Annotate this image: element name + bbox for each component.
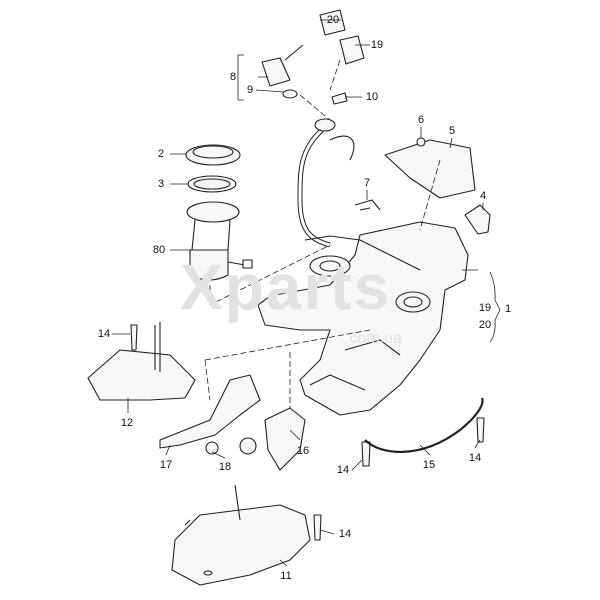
callout-20b[interactable]: 20 bbox=[478, 319, 492, 331]
callout-11[interactable]: 11 bbox=[280, 570, 292, 582]
callout-12[interactable]: 12 bbox=[120, 417, 134, 429]
callout-8[interactable]: 8 bbox=[229, 71, 237, 83]
callout-80[interactable]: 80 bbox=[152, 244, 166, 256]
filler-cap bbox=[319, 9, 346, 36]
heat-shield-16 bbox=[264, 407, 306, 471]
callout-9[interactable]: 9 bbox=[246, 84, 254, 96]
callout-16[interactable]: 16 bbox=[296, 445, 310, 457]
callout-18[interactable]: 18 bbox=[218, 461, 232, 473]
bracket-17 bbox=[159, 374, 261, 449]
nut-18 bbox=[205, 441, 219, 455]
clip-7 bbox=[354, 199, 381, 211]
fuel-pump bbox=[189, 249, 229, 281]
callout-14b[interactable]: 14 bbox=[336, 464, 350, 476]
filler-flap bbox=[339, 35, 365, 65]
callout-4[interactable]: 4 bbox=[479, 190, 487, 202]
callout-5[interactable]: 5 bbox=[448, 125, 456, 137]
callout-10[interactable]: 10 bbox=[365, 91, 379, 103]
heat-shield-5 bbox=[384, 139, 476, 199]
bolt-10 bbox=[331, 92, 348, 105]
sensor-4 bbox=[464, 204, 491, 235]
seal-ring bbox=[282, 89, 298, 99]
vent-valve bbox=[261, 57, 291, 87]
callout-6[interactable]: 6 bbox=[417, 114, 425, 126]
callout-14d[interactable]: 14 bbox=[338, 528, 352, 540]
tank-strap bbox=[364, 397, 484, 454]
callout-1[interactable]: 1 bbox=[504, 303, 512, 315]
callout-14c[interactable]: 14 bbox=[468, 452, 482, 464]
callout-2[interactable]: 2 bbox=[157, 148, 165, 160]
callout-15[interactable]: 15 bbox=[422, 459, 436, 471]
callout-14a[interactable]: 14 bbox=[97, 328, 111, 340]
callout-19[interactable]: 19 bbox=[370, 39, 384, 51]
heat-shield-12 bbox=[87, 349, 196, 401]
bolt-14 bbox=[130, 324, 138, 351]
callout-3[interactable]: 3 bbox=[157, 178, 165, 190]
callout-20[interactable]: 20 bbox=[326, 14, 340, 26]
callout-17[interactable]: 17 bbox=[159, 459, 173, 471]
callout-7[interactable]: 7 bbox=[363, 177, 371, 189]
callout-19b[interactable]: 19 bbox=[478, 302, 492, 314]
fuel-tank bbox=[257, 221, 469, 416]
underbody-shield-11 bbox=[171, 504, 311, 586]
